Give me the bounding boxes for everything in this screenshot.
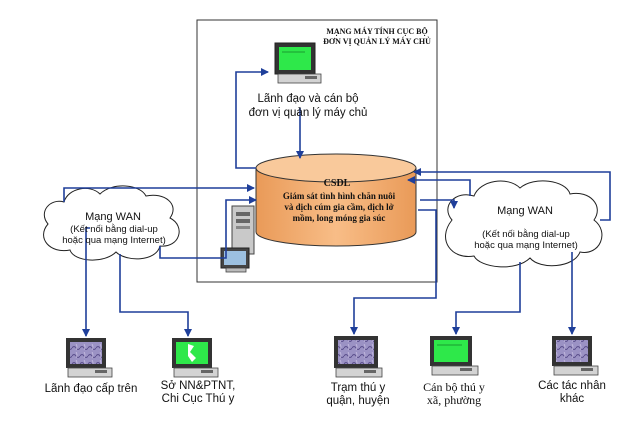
wan-right-title: Mạng WAN	[497, 205, 553, 217]
client-leadership-icon	[66, 338, 113, 378]
lan-box	[196, 19, 438, 283]
client-ward-officer-label: Cán bộ thú y xã, phường	[423, 380, 485, 407]
client-district-station-label: Trạm thú y quận, huyện	[326, 382, 390, 407]
client-department-label: Sở NN&PTNT, Chi Cục Thú y	[160, 380, 236, 405]
connection-arrows	[63, 68, 611, 337]
server-icon	[220, 205, 255, 273]
client-leadership-label: Lãnh đạo cấp trên	[44, 383, 138, 395]
client-other-agents-icon	[552, 336, 599, 376]
lan-box-title: MẠNG MÁY TÍNH CỤC BỘ ĐƠN VỊ QUẢN LÝ MÁY …	[323, 27, 431, 46]
database-title: CSDL	[323, 178, 351, 189]
client-other-agents-label: Các tác nhân khác	[538, 380, 606, 405]
wan-right-cloud	[445, 180, 603, 268]
wan-left-description: (Kết nối bằng dial-up hoặc qua mạng Inte…	[62, 224, 166, 246]
client-district-station-icon	[334, 336, 383, 378]
wan-left-cloud	[43, 185, 180, 261]
database-cylinder	[255, 153, 417, 247]
wan-right-description: (Kết nối bằng dial-up hoặc qua mạng Inte…	[474, 229, 578, 251]
client-department-icon	[172, 338, 219, 378]
client-ward-officer-icon	[430, 336, 479, 376]
admin-workstation-icon	[274, 42, 322, 84]
admin-pc-label: Lãnh đạo và cán bộ đơn vị quản lý máy ch…	[248, 93, 368, 119]
wan-left-title: Mạng WAN	[85, 211, 141, 223]
database-description: Giám sát tình hình chăn nuôi và dịch cúm…	[282, 191, 396, 223]
